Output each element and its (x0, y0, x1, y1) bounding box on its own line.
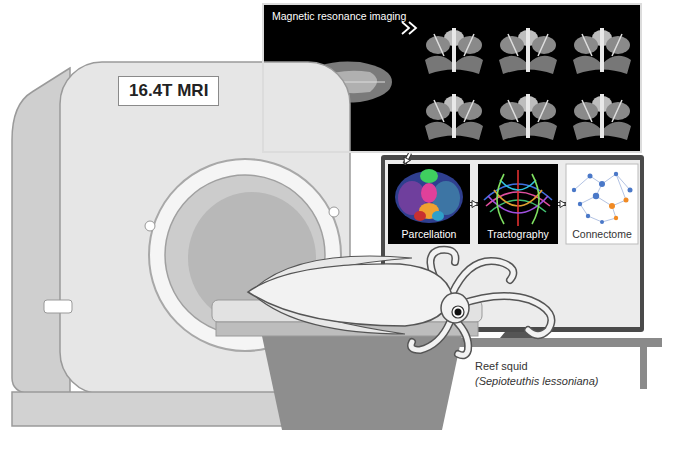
flow-arrow (404, 153, 410, 164)
connectome-image-part-part (609, 203, 615, 209)
connectome-image-part-part (586, 214, 590, 218)
mri-scanner-part (145, 221, 155, 231)
mri-image-part (420, 86, 488, 144)
parcellation-image-part (432, 211, 444, 221)
reef-squid-part-part (455, 320, 468, 355)
node-text: 16.4T MRI (129, 81, 208, 101)
arrow-line (558, 203, 566, 205)
reef-squid-part-part (458, 296, 551, 335)
reef-squid-part (441, 293, 469, 323)
figure-label: Reef squid (475, 360, 528, 372)
mri-image-part (420, 20, 488, 78)
mri-image-part (568, 20, 636, 78)
connectome-image-part-part (578, 202, 582, 206)
analysis-panel: Tractography (478, 164, 558, 244)
arrow-outline (470, 202, 478, 206)
arrow-line (404, 153, 410, 164)
analysis-panel: Connectome (566, 164, 638, 244)
parcellation-image (388, 164, 470, 244)
connectome-image-part-part (624, 198, 629, 203)
parcellation-image-part (414, 211, 426, 221)
scanner-label: 16.4T MRI (118, 76, 219, 106)
flow-arrow (470, 204, 478, 205)
parcellation-image-part (420, 169, 438, 183)
mri-image-panel: Magnetic resonance imaging (262, 3, 642, 153)
arrow-outline (404, 153, 410, 164)
figure-label: (Sepioteuthis lessoniana) (475, 375, 599, 387)
mri-scanner-part (44, 300, 72, 313)
parcellation-image-part (388, 164, 470, 244)
reef-squid-part-part (411, 322, 450, 350)
reef-squid-part-part (452, 261, 513, 294)
connectome-image-part-part (614, 216, 618, 220)
reef-squid-part-part (411, 322, 450, 350)
reef-squid-part-part (452, 261, 513, 294)
tractography-image (478, 164, 558, 244)
connectome-image-part-part (593, 193, 599, 199)
connectome-image-part-part (614, 172, 618, 176)
connectome-image-part-part (628, 188, 633, 193)
tractography-image-part (517, 170, 519, 226)
mri-image-part (568, 86, 636, 144)
reef-squid-part (248, 264, 452, 326)
connectome-image-part-part (600, 220, 604, 224)
arrow-line (470, 203, 478, 205)
connectome-image-part (609, 198, 629, 221)
connectome-image-part (572, 172, 633, 224)
node-text: Magnetic resonance imaging (272, 10, 406, 22)
mri-image-part (494, 86, 562, 144)
reef-squid (248, 250, 551, 356)
tractography-image-part (478, 164, 558, 244)
desk-part (640, 347, 647, 389)
connectome-image-part-part (588, 174, 593, 179)
tractography-image-part (497, 174, 539, 224)
connectome-image (566, 164, 638, 244)
mri-image-part (402, 22, 416, 34)
analysis-panel: Parcellation (388, 164, 470, 244)
reef-squid-part-part (458, 296, 551, 335)
connectome-image-part (574, 174, 630, 222)
connectome-image-part (566, 164, 638, 244)
tractography-image-part (500, 180, 536, 190)
connectome-image-part-part (599, 181, 605, 187)
connectome-image-part-part (572, 188, 576, 192)
node-text: Connectome (572, 228, 632, 240)
reef-squid-part (452, 306, 464, 318)
mri-image-part (494, 20, 562, 78)
parcellation-image-part (421, 183, 437, 203)
reef-squid-part-part (455, 320, 468, 355)
mri-scanner-part (329, 207, 339, 217)
arrow-outline (558, 202, 566, 206)
reef-squid-part (455, 309, 462, 316)
flow-arrow (558, 204, 566, 205)
patient-table-part (262, 336, 462, 430)
node-text: Tractography (487, 228, 548, 240)
node-text: Parcellation (402, 228, 457, 240)
